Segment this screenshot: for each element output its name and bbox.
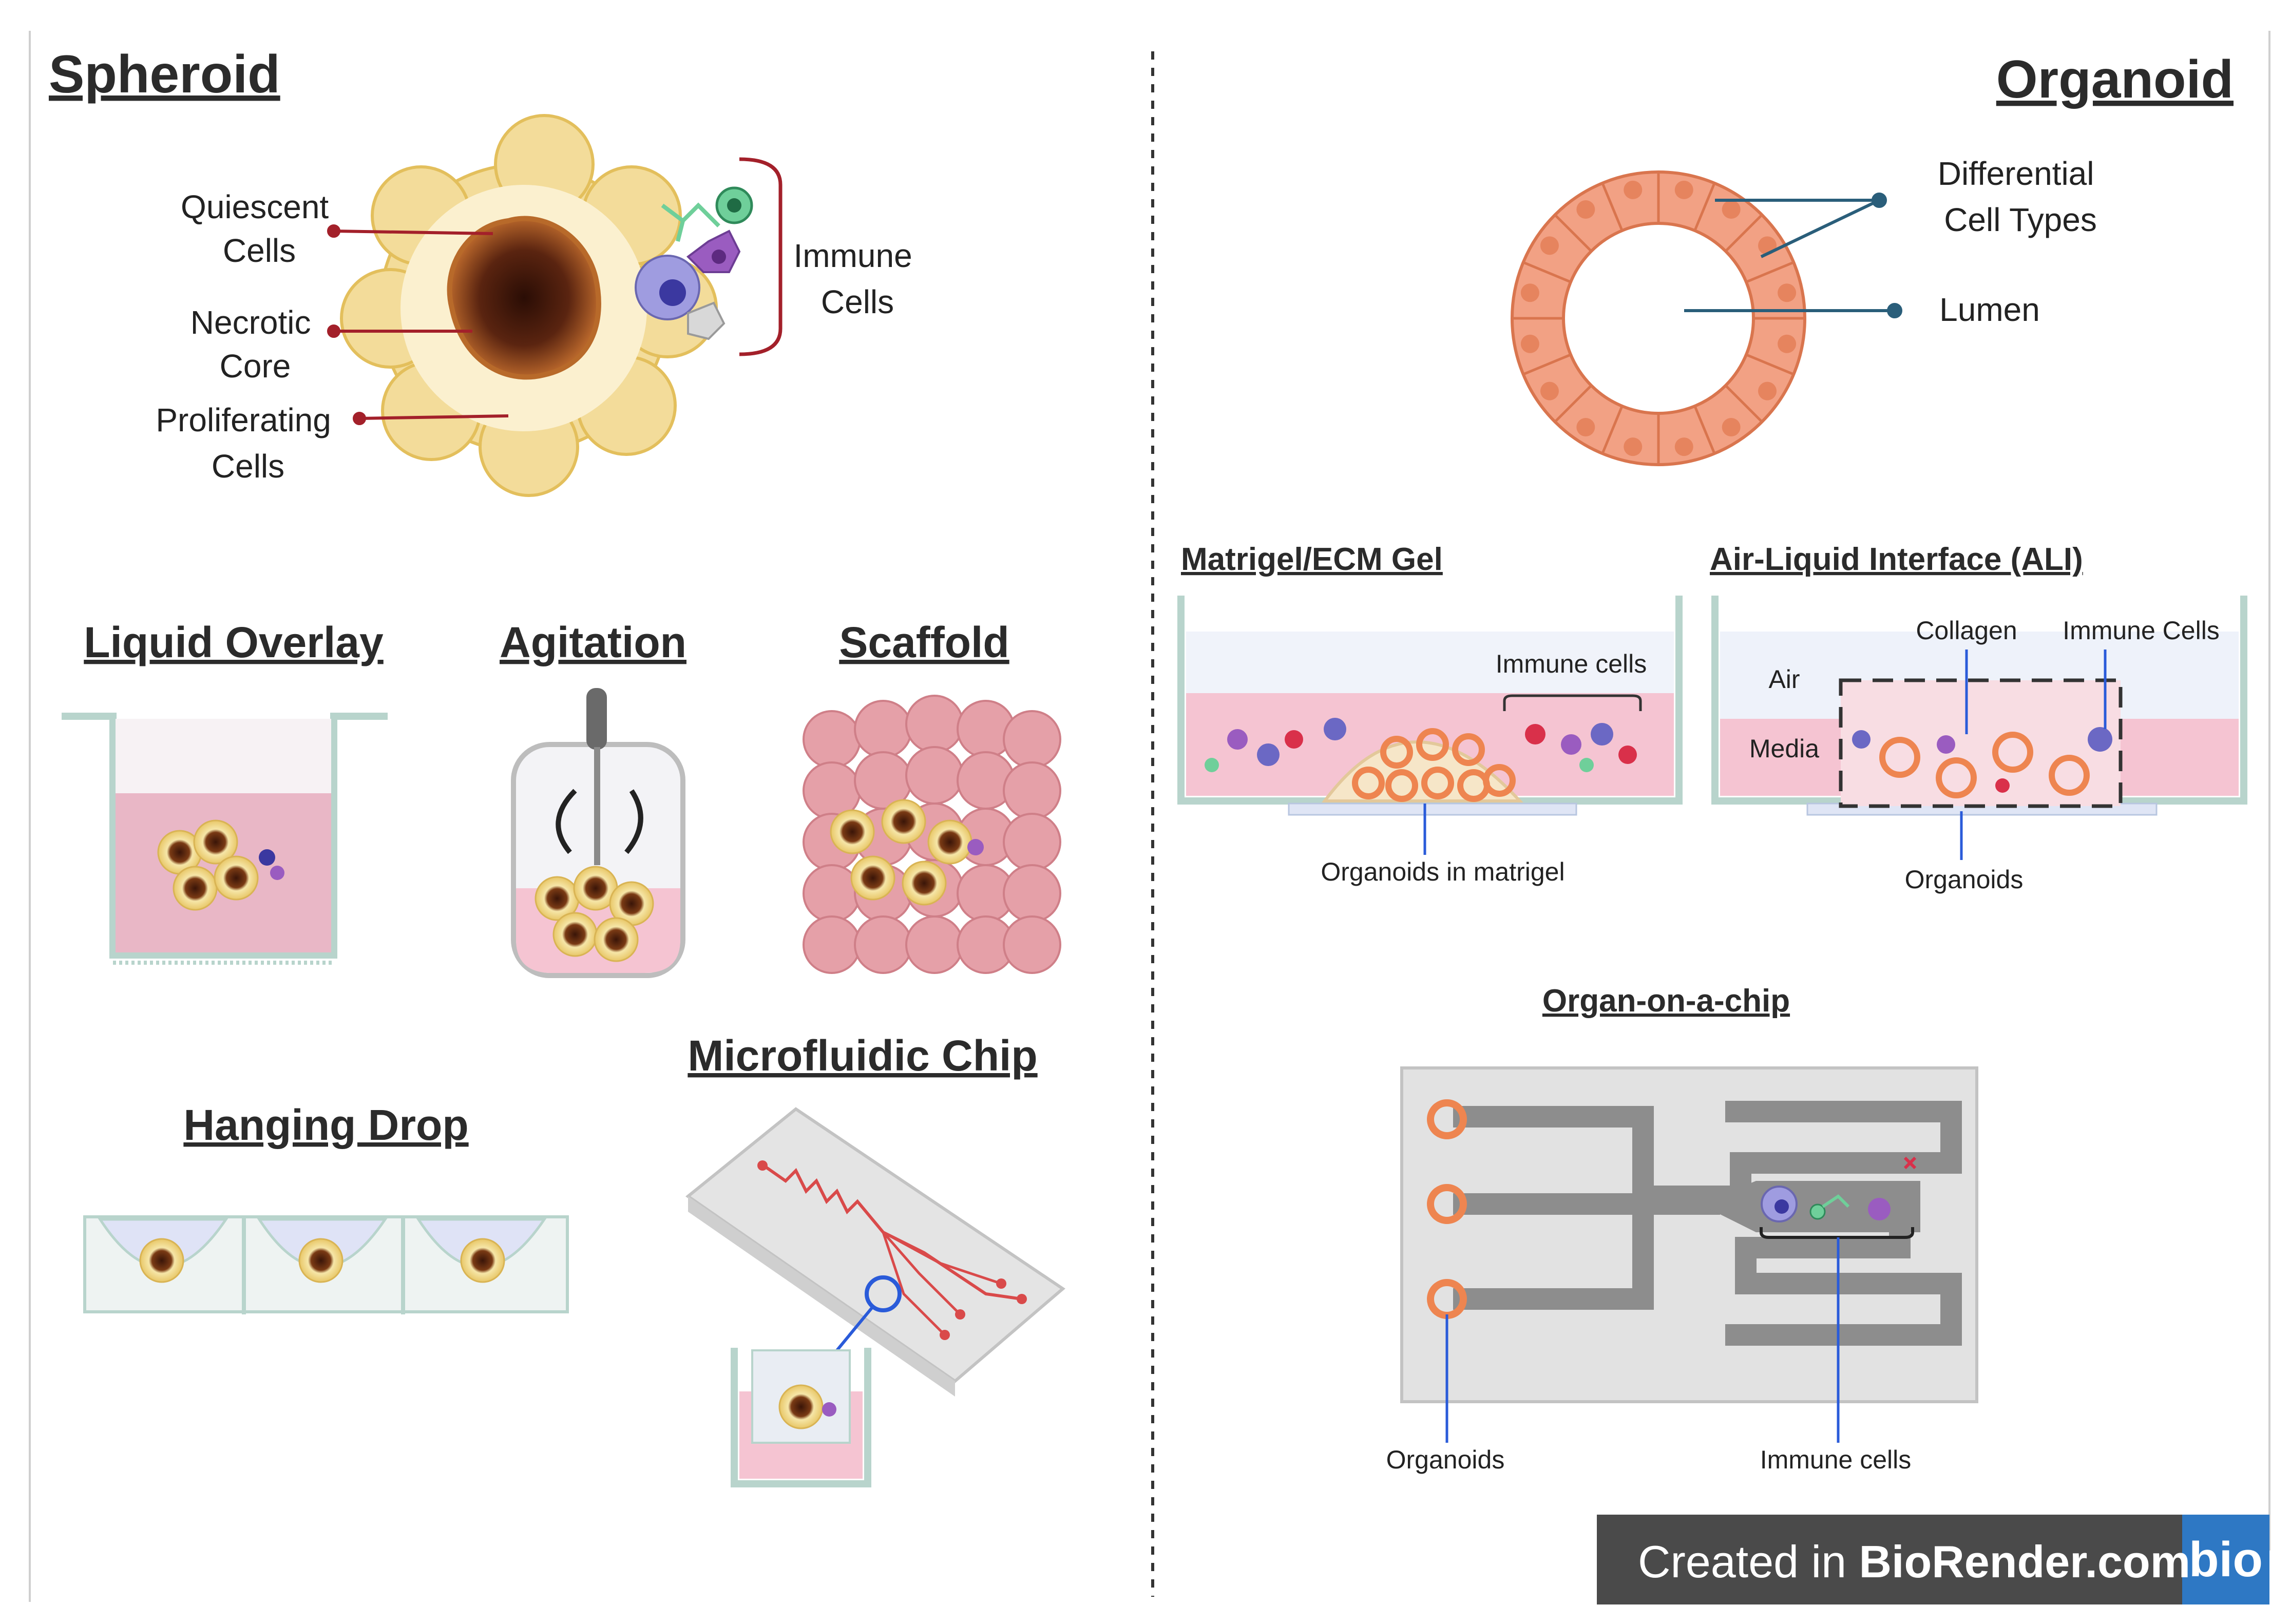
cell-nucleus (1520, 283, 1539, 302)
cell-boundary (1601, 405, 1624, 454)
cell-nucleus (1674, 180, 1693, 199)
chip-immune-cells (1761, 1156, 1917, 1222)
organoid-ring (1380, 736, 1413, 769)
cell-boundary (1725, 385, 1763, 423)
ali-air-label: Air (1768, 665, 1800, 694)
ali-organoids-label: Organoids (1905, 865, 2024, 894)
cell-boundary (1745, 353, 1795, 376)
cell-boundary (1745, 261, 1795, 283)
cell-nucleus (1576, 418, 1595, 437)
microfluidic-title: Microfluidic Chip (688, 1031, 1037, 1080)
ali-title: Air-Liquid Interface (ALI) (1710, 542, 2083, 577)
organoid-ring (2049, 755, 2090, 796)
cell-boundary (1554, 385, 1592, 423)
cell-boundary (1693, 405, 1716, 454)
organoid-ring (1992, 732, 2033, 773)
organoid-ring (1416, 728, 1449, 761)
cell-boundary (1522, 261, 1572, 283)
cell-boundary (1522, 353, 1572, 376)
cell-boundary (1725, 214, 1763, 252)
spheroid-immune-cells (635, 186, 753, 340)
cell-nucleus (1722, 200, 1741, 219)
spheroid-leader-lines (327, 224, 509, 425)
chip-title: Organ-on-a-chip (1542, 983, 1790, 1019)
cell-nucleus (1758, 381, 1777, 400)
immune-bracket (739, 157, 783, 356)
cell-nucleus (1674, 437, 1693, 456)
matrigel-immune-label: Immune cells (1496, 649, 1647, 678)
quiescent-label: Quiescent Cells (181, 188, 338, 269)
spheroid-title: Spheroid (49, 45, 280, 104)
liquid-overlay-title: Liquid Overlay (84, 618, 384, 666)
organoid-title: Organoid (1996, 50, 2234, 109)
ali-media-label: Media (1749, 734, 1819, 763)
cell-nucleus (1778, 334, 1797, 353)
necrotic-label: Necrotic Core (190, 304, 320, 385)
cell-nucleus (1722, 418, 1741, 437)
chip-organoids-label: Organoids (1386, 1445, 1505, 1474)
lumen-label: Lumen (1939, 291, 2040, 328)
ali-collagen-label: Collagen (1916, 616, 2017, 645)
cell-nucleus (1624, 437, 1643, 456)
differential-label: Differential Cell Types (1938, 155, 2104, 238)
hanging-drop-title: Hanging Drop (183, 1101, 468, 1149)
cell-nucleus (1778, 283, 1797, 302)
hanging-drop-plate (83, 1215, 569, 1314)
matrigel-immune-cells (1205, 718, 1637, 772)
zoom-circle (865, 1275, 902, 1312)
spheroid-immune-label: Immune Cells (794, 237, 922, 320)
matrigel-organoids-label: Organoids in matrigel (1321, 857, 1564, 886)
chip-immune-label: Immune cells (1760, 1445, 1912, 1474)
matrigel-title: Matrigel/ECM Gel (1181, 542, 1443, 577)
cell-boundary (1693, 182, 1716, 232)
proliferating-label: Proliferating Cells (156, 402, 340, 485)
cell-nucleus (1520, 334, 1539, 353)
organoid-ring (1483, 764, 1516, 797)
organoid-leader-lines (1684, 193, 1902, 318)
agitation-title: Agitation (500, 618, 686, 666)
organoid-ring (1879, 737, 1920, 778)
organoid-ring (1511, 170, 1806, 466)
badge-text: Created in BioRender.com (1638, 1536, 2190, 1587)
agitation-flask (511, 688, 685, 978)
cell-nucleus (1576, 200, 1595, 219)
biorender-badge: Created in BioRender.com bio (1597, 1515, 2269, 1604)
liquid-overlay-well (62, 713, 388, 965)
ali-well (1711, 596, 2247, 860)
cell-boundary (1554, 214, 1592, 252)
cell-nucleus (1540, 236, 1559, 255)
microfluidic-chip (685, 1107, 1065, 1487)
spheroid-diagram (327, 114, 783, 497)
matrigel-well (1177, 596, 1683, 855)
scaffold-spheroids (830, 799, 984, 906)
scaffold-title: Scaffold (839, 618, 1009, 666)
organoid-ring (1352, 767, 1385, 799)
organoid-ring (1385, 769, 1418, 802)
cell-nucleus (1540, 381, 1559, 400)
organoid-ring (1421, 767, 1454, 799)
necrotic-core (447, 216, 601, 380)
organoid-ring (1936, 757, 1977, 798)
ali-immune-label: Immune Cells (2063, 616, 2220, 645)
organoid-ring (1452, 733, 1485, 766)
organ-chip (1400, 1066, 1978, 1443)
cell-boundary (1601, 182, 1624, 232)
cell-nucleus (1624, 180, 1643, 199)
bio-logo: bio (2189, 1532, 2263, 1587)
